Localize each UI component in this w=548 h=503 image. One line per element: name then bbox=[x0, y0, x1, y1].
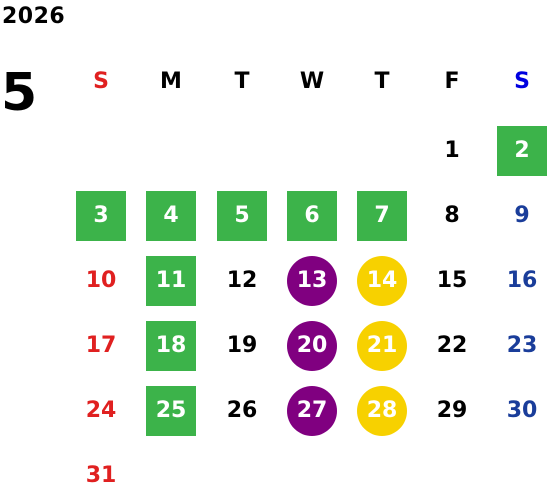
weekday-header-tue: T bbox=[234, 69, 250, 94]
calendar-day-13[interactable]: 13 bbox=[287, 256, 337, 306]
calendar-year: 2026 bbox=[2, 4, 66, 29]
calendar-day-27[interactable]: 27 bbox=[287, 386, 337, 436]
calendar-day-12[interactable]: 12 bbox=[226, 268, 258, 293]
calendar-day-16[interactable]: 16 bbox=[506, 268, 538, 293]
calendar-day-4[interactable]: 4 bbox=[146, 191, 196, 241]
calendar-day-11[interactable]: 11 bbox=[146, 256, 196, 306]
calendar-day-29[interactable]: 29 bbox=[436, 398, 468, 423]
calendar-day-9[interactable]: 9 bbox=[514, 203, 530, 228]
calendar-day-21[interactable]: 21 bbox=[357, 321, 407, 371]
calendar-day-19[interactable]: 19 bbox=[226, 333, 258, 358]
calendar-day-2[interactable]: 2 bbox=[497, 126, 547, 176]
calendar-day-1[interactable]: 1 bbox=[444, 138, 460, 163]
calendar-day-22[interactable]: 22 bbox=[436, 333, 468, 358]
calendar-day-28[interactable]: 28 bbox=[357, 386, 407, 436]
weekday-header-wed: W bbox=[299, 69, 325, 94]
calendar-day-24[interactable]: 24 bbox=[85, 398, 117, 423]
calendar-day-8[interactable]: 8 bbox=[444, 203, 460, 228]
calendar-month: 5 bbox=[1, 63, 38, 123]
calendar-day-17[interactable]: 17 bbox=[85, 333, 117, 358]
calendar-day-14[interactable]: 14 bbox=[357, 256, 407, 306]
calendar-day-3[interactable]: 3 bbox=[76, 191, 126, 241]
calendar-day-30[interactable]: 30 bbox=[506, 398, 538, 423]
calendar-day-23[interactable]: 23 bbox=[506, 333, 538, 358]
calendar-day-20[interactable]: 20 bbox=[287, 321, 337, 371]
weekday-header-thu: T bbox=[374, 69, 390, 94]
calendar-day-6[interactable]: 6 bbox=[287, 191, 337, 241]
calendar-day-5[interactable]: 5 bbox=[217, 191, 267, 241]
weekday-header-fri: F bbox=[444, 69, 460, 94]
calendar-day-31[interactable]: 31 bbox=[85, 463, 117, 488]
calendar-day-25[interactable]: 25 bbox=[146, 386, 196, 436]
weekday-header-sun: S bbox=[93, 69, 109, 94]
calendar-day-10[interactable]: 10 bbox=[85, 268, 117, 293]
weekday-header-mon: M bbox=[160, 69, 182, 94]
calendar-day-7[interactable]: 7 bbox=[357, 191, 407, 241]
weekday-header-sat: S bbox=[514, 69, 530, 94]
calendar-day-26[interactable]: 26 bbox=[226, 398, 258, 423]
calendar-day-18[interactable]: 18 bbox=[146, 321, 196, 371]
calendar-day-15[interactable]: 15 bbox=[436, 268, 468, 293]
